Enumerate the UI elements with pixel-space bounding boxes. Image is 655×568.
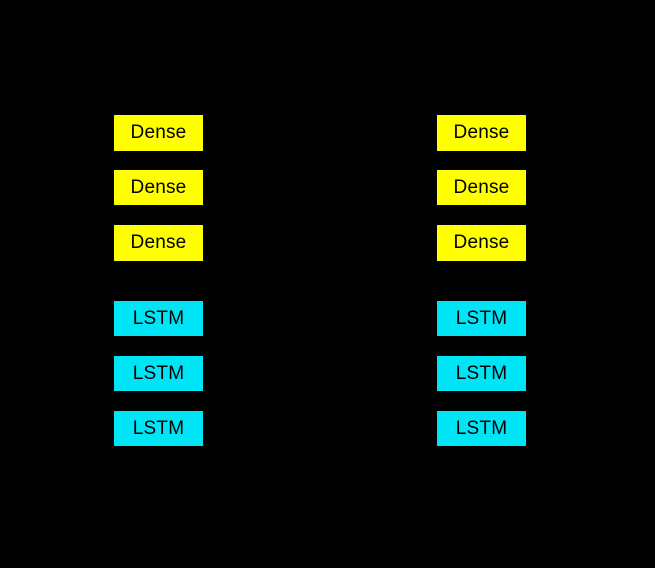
dense-layer-box: Dense	[437, 170, 526, 205]
lstm-layer-label: LSTM	[132, 307, 185, 329]
dense-layer-label: Dense	[453, 232, 510, 253]
dense-layer-label: Dense	[453, 176, 510, 198]
lstm-layer-label: LSTM	[455, 307, 508, 329]
lstm-layer-label: LSTM	[132, 362, 185, 384]
dense-layer-box: Dense	[114, 115, 203, 151]
lstm-layer-label: LSTM	[132, 417, 185, 439]
lstm-layer-box: LSTM	[114, 411, 203, 446]
dense-layer-label: Dense	[453, 122, 510, 143]
lstm-layer-box: LSTM	[114, 301, 203, 336]
lstm-layer-box: LSTM	[114, 356, 203, 391]
dense-layer-box: Dense	[114, 225, 203, 261]
lstm-layer-box: LSTM	[437, 411, 526, 446]
dense-layer-box: Dense	[437, 115, 526, 151]
dense-layer-label: Dense	[130, 232, 187, 253]
dense-layer-label: Dense	[130, 122, 187, 143]
dense-layer-box: Dense	[114, 170, 203, 205]
lstm-layer-box: LSTM	[437, 301, 526, 336]
dense-layer-box: Dense	[437, 225, 526, 261]
lstm-layer-box: LSTM	[437, 356, 526, 391]
lstm-layer-label: LSTM	[455, 417, 508, 439]
lstm-layer-label: LSTM	[455, 362, 508, 384]
dense-layer-label: Dense	[130, 176, 187, 198]
